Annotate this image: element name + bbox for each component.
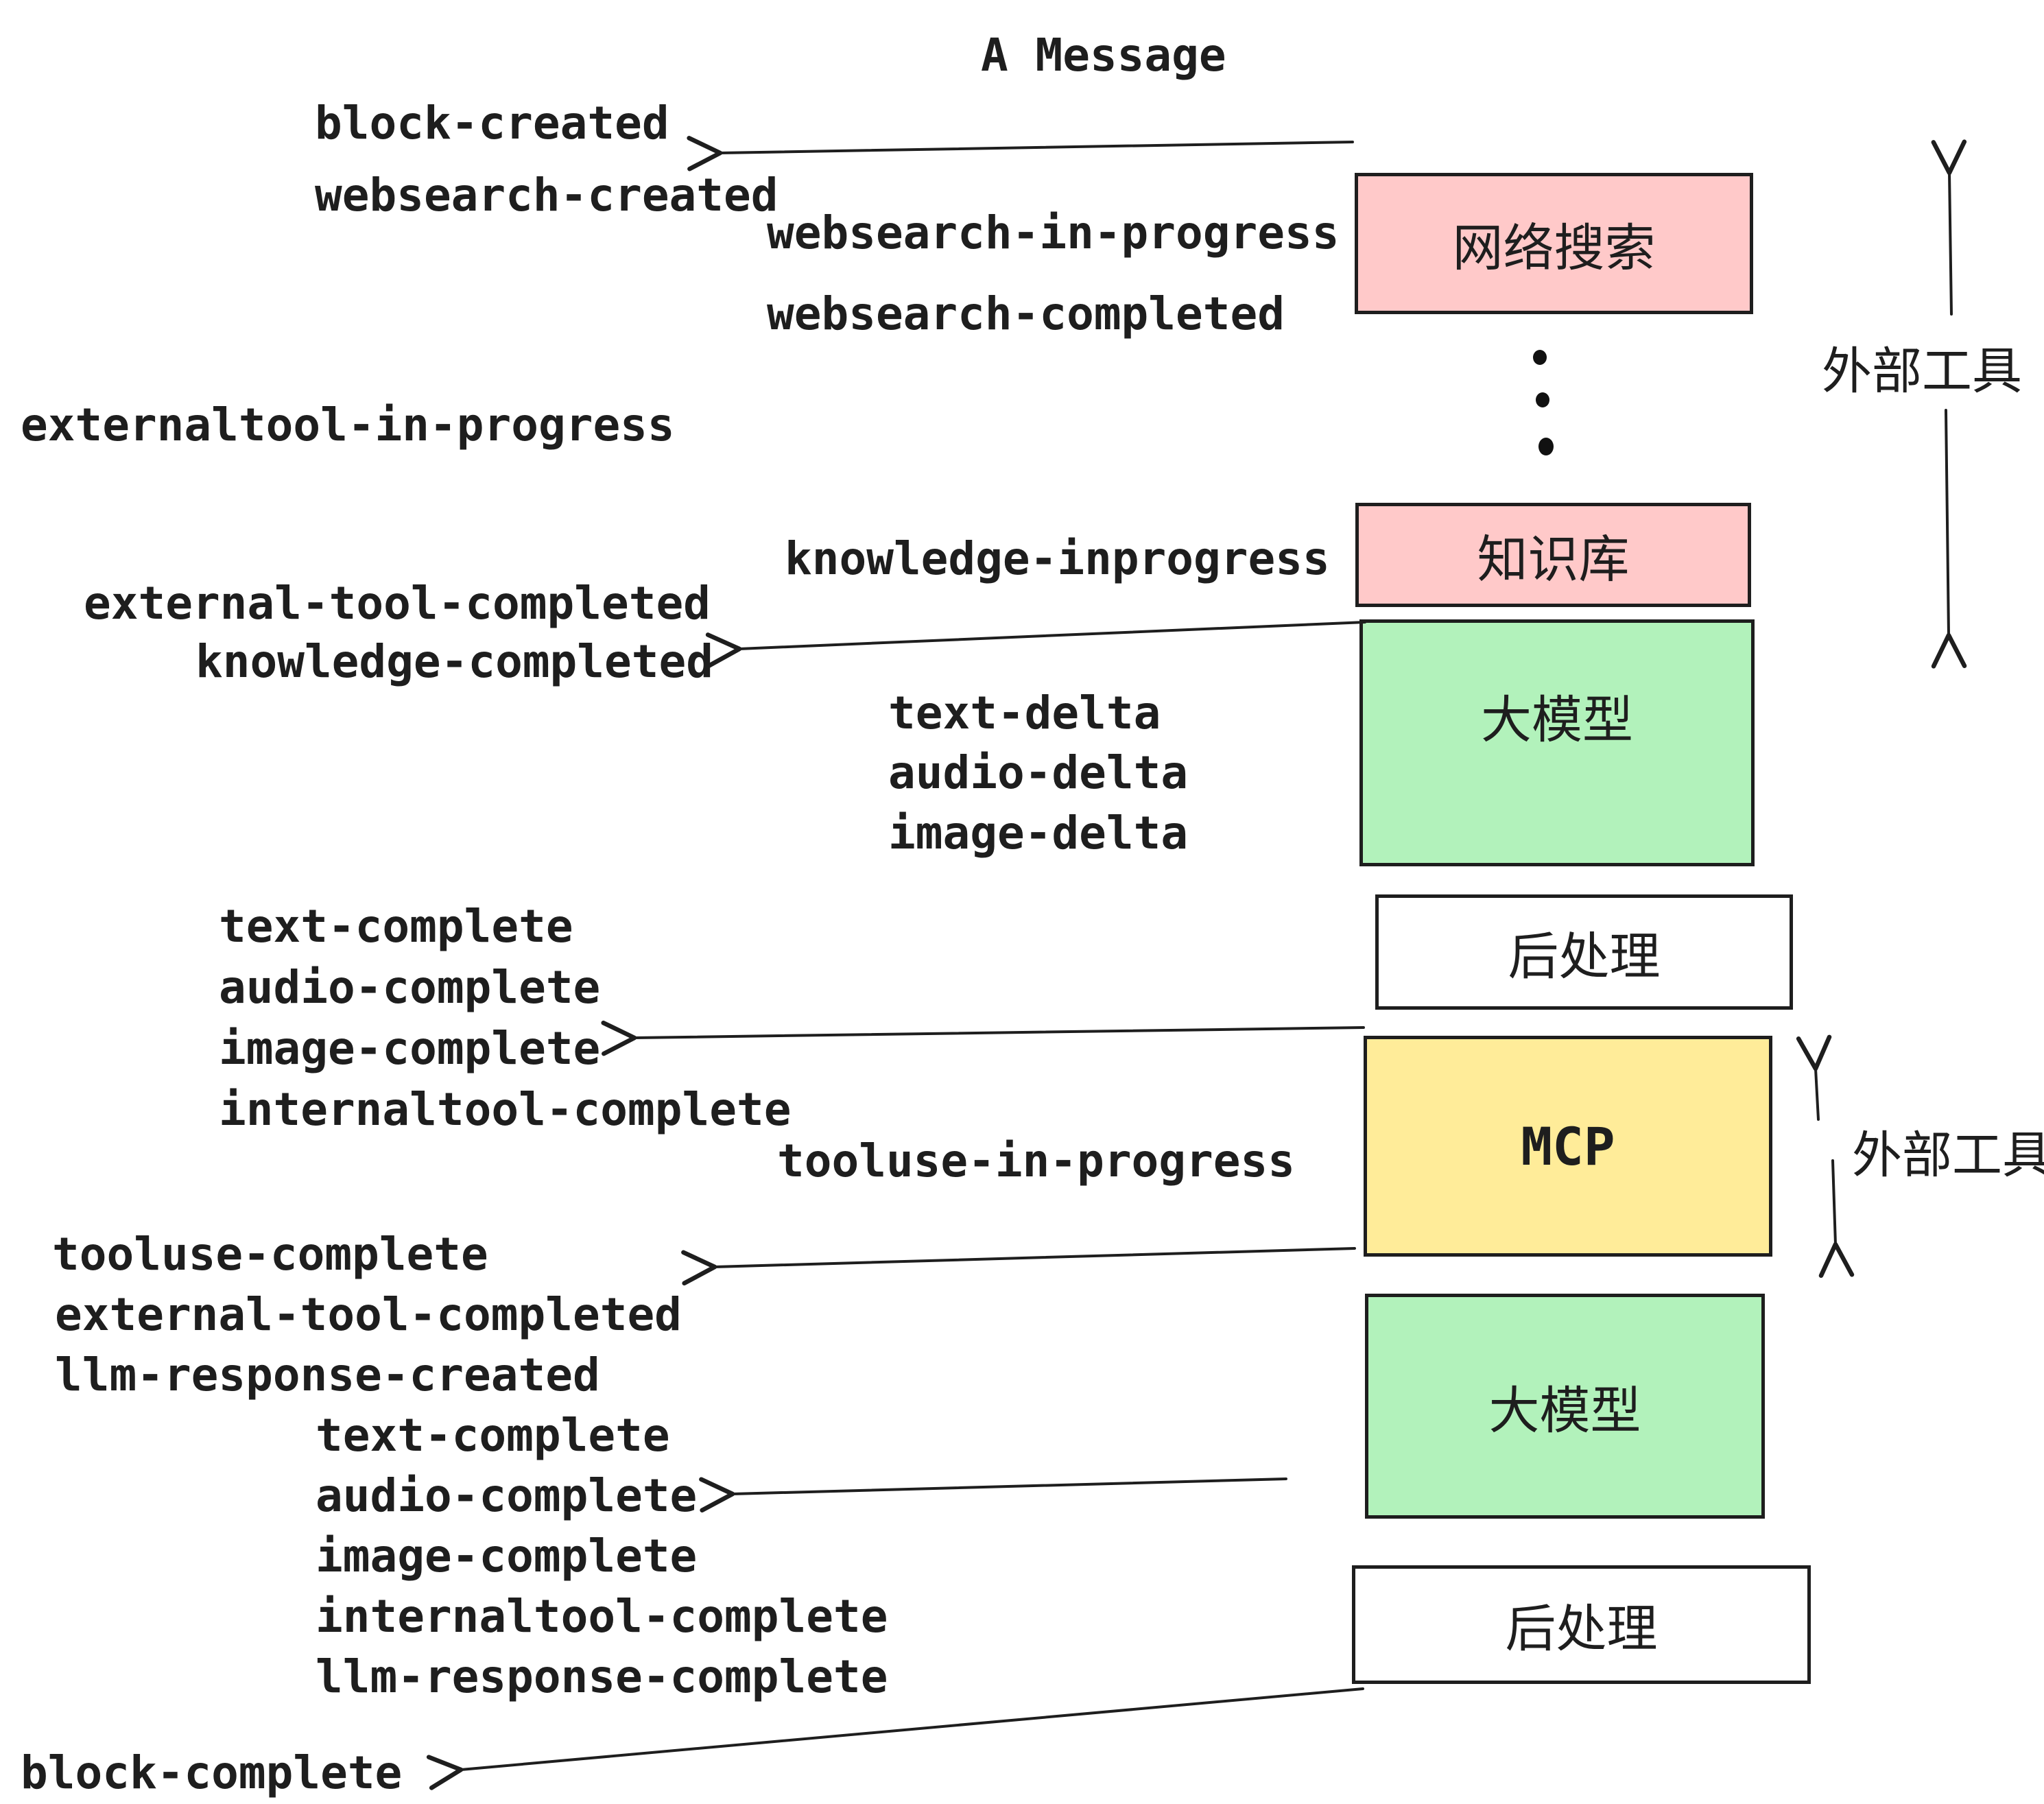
box-llm-1-label: 大模型 <box>1481 690 1633 750</box>
event-audio-delta-1: audio-delta <box>888 746 1189 799</box>
arrow-external-tools-top-up <box>1931 139 1967 316</box>
arrow-llm2-to-audio-complete <box>699 1477 1287 1512</box>
arrow-websearch-to-block-created <box>687 136 1354 171</box>
arrow-external-tools-top-down <box>1931 409 1967 669</box>
event-image-delta-1: image-delta <box>888 807 1189 859</box>
event-text-complete-1: text-complete <box>219 900 573 953</box>
arrow-external-tools-mcp-up <box>1796 1034 1832 1121</box>
arrow-mcp-to-image-complete <box>601 1020 1365 1056</box>
event-llm-response-complete: llm-response-complete <box>316 1650 888 1703</box>
arrow-external-tools-mcp-down <box>1818 1159 1855 1278</box>
event-block-complete: block-complete <box>21 1746 403 1799</box>
box-web-search: 网络搜索 <box>1355 173 1753 314</box>
event-websearch-created: websearch-created <box>315 169 779 222</box>
diagram-title: A Message <box>981 29 1226 82</box>
box-knowledge-base-label: 知识库 <box>1477 530 1630 589</box>
side-label-external-tools-mcp: 外部工具 <box>1852 1126 2044 1185</box>
box-llm-1: 大模型 <box>1359 619 1755 866</box>
event-text-delta-1: text-delta <box>888 687 1161 739</box>
event-image-complete-2: image-complete <box>316 1530 698 1582</box>
event-knowledge-inprogress: knowledge-inprogress <box>785 532 1330 585</box>
box-post-process-2-label: 后处理 <box>1505 1600 1658 1659</box>
event-external-tool-completed-1: external-tool-completed <box>84 577 711 630</box>
side-label-external-tools-top: 外部工具 <box>1822 342 2022 401</box>
event-websearch-completed: websearch-completed <box>767 287 1285 340</box>
arrow-llm1-to-knowledge-completed <box>705 621 1366 668</box>
event-knowledge-completed: knowledge-completed <box>195 635 713 688</box>
ellipsis-dot <box>1533 350 1547 365</box>
event-external-tool-completed-2: external-tool-completed <box>55 1288 682 1341</box>
box-llm-2-label: 大模型 <box>1488 1381 1641 1440</box>
event-audio-complete-1: audio-complete <box>219 961 601 1014</box>
event-image-complete-1: image-complete <box>219 1022 601 1075</box>
box-llm-2: 大模型 <box>1365 1294 1765 1519</box>
ellipsis-dot <box>1538 438 1554 455</box>
box-mcp: MCP <box>1364 1036 1772 1257</box>
event-internaltool-complete-2: internaltool-complete <box>316 1590 888 1643</box>
box-post-process-1: 后处理 <box>1375 894 1793 1010</box>
event-text-complete-2: text-complete <box>316 1409 670 1462</box>
event-llm-response-created: llm-response-created <box>55 1349 600 1401</box>
event-block-created: block-created <box>315 97 669 150</box>
event-externaltool-in-progress: externaltool-in-progress <box>21 399 675 451</box>
arrow-mcp-to-tooluse-complete <box>681 1247 1356 1286</box>
box-knowledge-base: 知识库 <box>1355 503 1751 607</box>
ellipsis-dot <box>1536 392 1549 407</box>
box-post-process-2: 后处理 <box>1352 1565 1811 1684</box>
event-websearch-in-progress: websearch-in-progress <box>767 206 1340 259</box>
box-web-search-label: 网络搜索 <box>1452 218 1656 278</box>
event-tooluse-in-progress: tooluse-in-progress <box>777 1135 1295 1187</box>
box-post-process-1-label: 后处理 <box>1508 927 1661 986</box>
event-internaltool-complete-1: internaltool-complete <box>219 1083 792 1136</box>
event-audio-complete-2: audio-complete <box>316 1469 698 1522</box>
event-tooluse-complete: tooluse-complete <box>52 1228 488 1281</box>
box-mcp-label: MCP <box>1521 1115 1615 1177</box>
